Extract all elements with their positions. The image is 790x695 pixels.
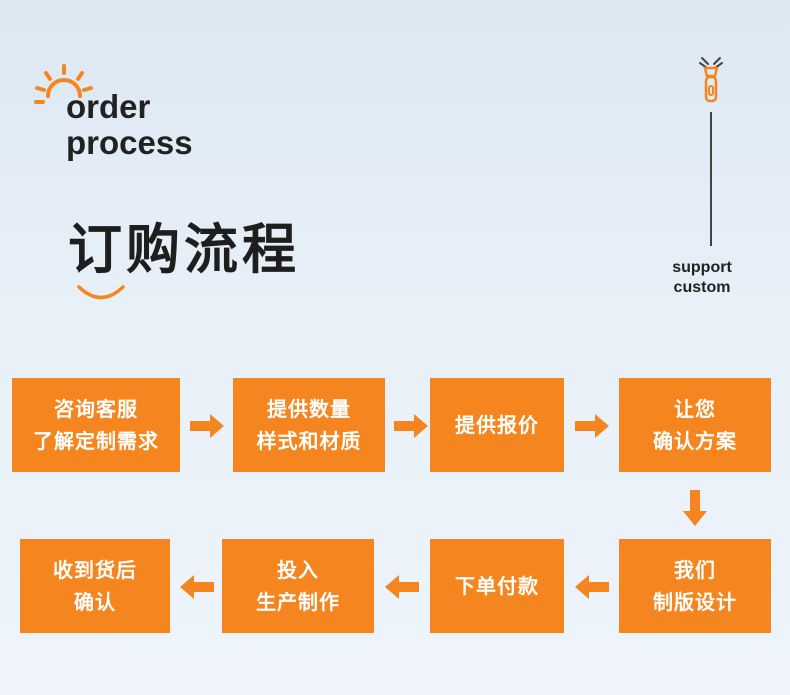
- step-1-line1: 咨询客服: [54, 397, 138, 421]
- english-title-line2: process: [66, 124, 193, 161]
- smile-icon: [77, 285, 125, 300]
- step-4-line2: 确认方案: [653, 429, 737, 453]
- arrow-left-icon: [575, 575, 609, 599]
- step-5-line1: 我们: [674, 558, 716, 582]
- step-1-line2: 了解定制需求: [33, 429, 159, 453]
- zipper-line: [710, 112, 712, 246]
- step-8-line2: 确认: [74, 590, 116, 614]
- step-box-3: 提供报价: [430, 378, 564, 472]
- step-box-5: 我们 制版设计: [619, 539, 771, 633]
- step-box-1: 咨询客服 了解定制需求: [12, 378, 180, 472]
- step-box-4: 让您 确认方案: [619, 378, 771, 472]
- custom-label: custom: [673, 279, 731, 296]
- step-6-line1: 下单付款: [455, 574, 539, 598]
- page-title: 订购流程: [68, 218, 300, 281]
- sun-icon: [34, 64, 93, 104]
- support-custom-label: support custom: [655, 258, 749, 298]
- step-box-6: 下单付款: [430, 539, 564, 633]
- step-5-line2: 制版设计: [653, 590, 737, 614]
- arrow-left-icon: [385, 575, 419, 599]
- step-box-8: 收到货后 确认: [20, 539, 170, 633]
- step-box-2: 提供数量 样式和材质: [233, 378, 385, 472]
- support-label: support: [672, 259, 732, 276]
- step-3-line1: 提供报价: [455, 413, 539, 437]
- arrow-right-icon: [575, 414, 609, 438]
- arrow-left-icon: [180, 575, 214, 599]
- zipper-icon: [699, 57, 723, 103]
- step-2-line2: 样式和材质: [256, 429, 362, 453]
- step-8-line1: 收到货后: [53, 558, 137, 582]
- step-7-line2: 生产制作: [256, 590, 340, 614]
- arrow-right-icon: [394, 414, 428, 438]
- step-2-line1: 提供数量: [267, 397, 351, 421]
- step-4-line1: 让您: [674, 397, 716, 421]
- step-box-7: 投入 生产制作: [222, 539, 374, 633]
- step-7-line1: 投入: [277, 558, 319, 582]
- english-title-line1: order: [66, 88, 151, 125]
- arrow-right-icon: [190, 414, 224, 438]
- arrow-down-icon: [683, 490, 707, 526]
